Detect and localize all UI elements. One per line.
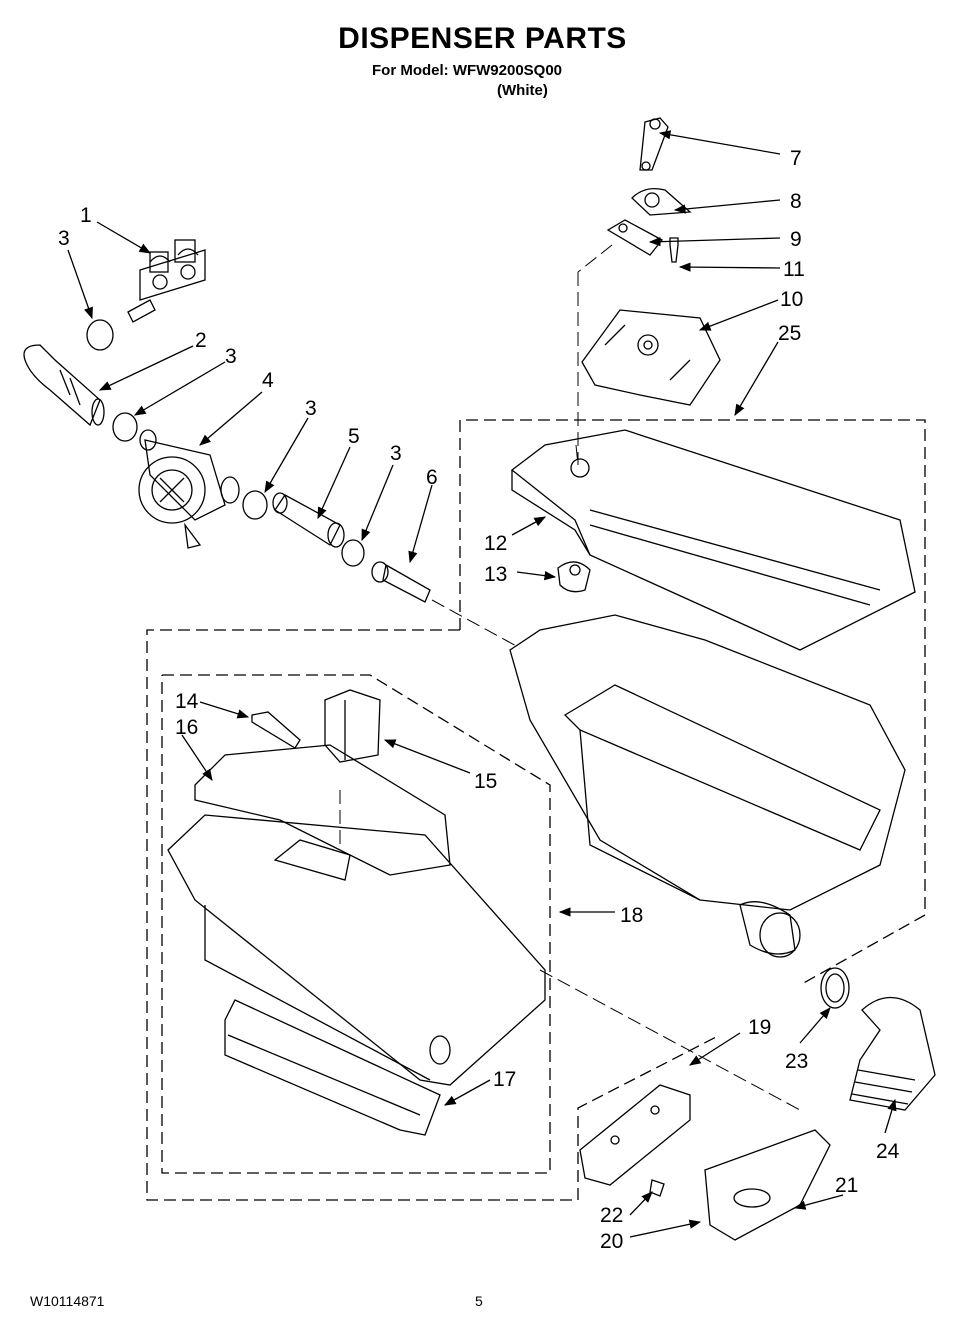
callout-labels: 1 2 3 3 3 3 4 5 6 7 8 9 10 11 12 13 14 1…	[58, 147, 900, 1253]
callout-3: 3	[390, 442, 402, 465]
callout-3: 3	[58, 227, 70, 250]
part-10-actuator	[581, 309, 721, 406]
part-23-ring	[820, 967, 850, 1009]
callout-11: 11	[783, 258, 805, 281]
part-4-valve-assembly	[138, 429, 240, 549]
callout-arrows	[67, 130, 897, 1238]
part-3-hose-clamp	[86, 319, 365, 567]
callout-6: 6	[426, 466, 438, 489]
callout-14: 14	[175, 690, 199, 713]
group-25-boundary	[146, 419, 926, 1201]
callout-15: 15	[474, 770, 497, 793]
callout-7: 7	[790, 147, 802, 170]
callout-24: 24	[876, 1140, 900, 1163]
part-12-dispenser-cover	[510, 429, 916, 651]
callout-1: 1	[80, 204, 92, 227]
callout-17: 17	[493, 1068, 516, 1091]
callout-25: 25	[778, 322, 801, 345]
part-5-hose	[272, 492, 345, 548]
callout-2: 2	[195, 329, 207, 352]
model-variant: (White)	[497, 82, 548, 99]
callout-8: 8	[790, 190, 802, 213]
part-13-cap	[557, 561, 591, 593]
callout-3: 3	[305, 397, 317, 420]
callout-12: 12	[484, 532, 507, 555]
callout-4: 4	[262, 369, 274, 392]
dispenser-housing	[509, 614, 906, 958]
part-8-cam	[631, 187, 692, 216]
part-15-module	[324, 689, 381, 763]
part-19-bracket	[579, 1084, 691, 1186]
leader-lines	[339, 244, 801, 1111]
part-14-bracket	[251, 711, 301, 749]
document-number: W10114871	[30, 1293, 105, 1309]
callout-3: 3	[225, 345, 237, 368]
callout-13: 13	[484, 563, 507, 586]
part-24-bellows-hose	[849, 997, 936, 1111]
callout-21: 21	[835, 1174, 858, 1197]
callout-5: 5	[348, 425, 360, 448]
part-17-handle	[224, 999, 441, 1136]
page-title: DISPENSER PARTS	[338, 22, 627, 55]
part-21-label	[733, 1188, 771, 1208]
callout-18: 18	[620, 904, 643, 927]
part-16-drawer	[167, 744, 546, 1086]
callout-9: 9	[790, 228, 802, 251]
callout-22: 22	[600, 1204, 623, 1227]
group-18-boundary	[161, 674, 551, 1174]
part-6-nozzle	[371, 561, 431, 603]
part-11-screw	[669, 237, 679, 263]
part-2-inlet-hose	[23, 344, 105, 427]
model-line: For Model: WFW9200SQ00	[372, 62, 563, 79]
callout-19: 19	[748, 1016, 771, 1039]
part-7-link-arm	[639, 117, 669, 171]
part-9-gasket	[606, 219, 663, 256]
callout-16: 16	[175, 716, 198, 739]
part-22-screw	[649, 1179, 665, 1197]
callout-20: 20	[600, 1230, 623, 1253]
page-number: 5	[475, 1293, 483, 1309]
callout-10: 10	[780, 288, 803, 311]
part-20-panel	[704, 1129, 831, 1241]
callout-23: 23	[785, 1050, 808, 1073]
part-1-water-valve	[127, 239, 206, 323]
